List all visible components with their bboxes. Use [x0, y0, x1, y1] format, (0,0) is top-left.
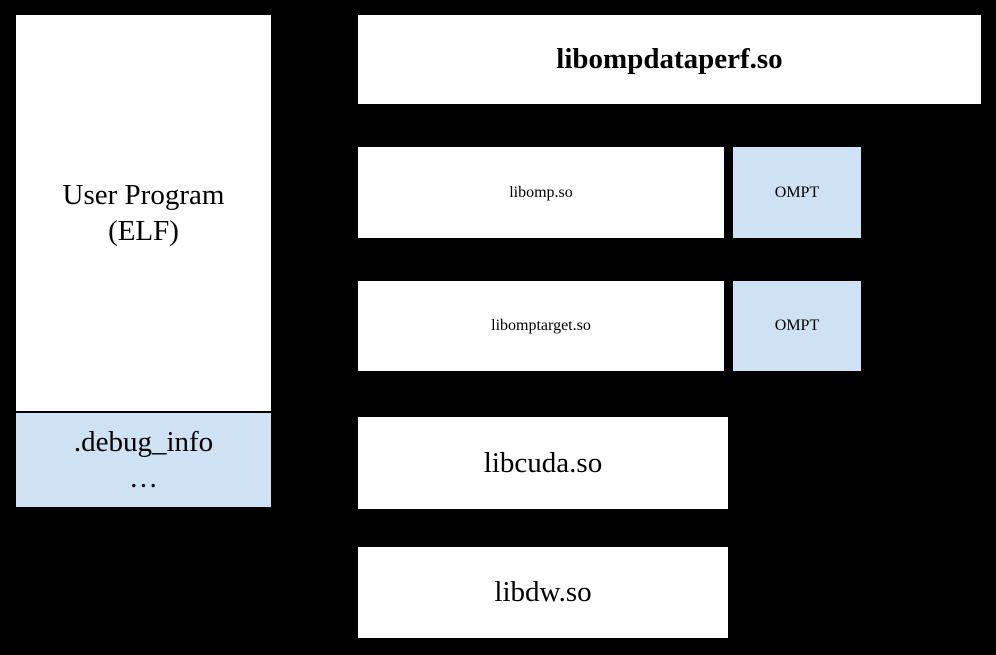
user-program-title-line2: (ELF)	[108, 215, 179, 247]
libompdataperf-box: libompdataperf.so	[356, 13, 983, 106]
libdw-label: libdw.so	[494, 576, 592, 609]
libdw-box: libdw.so	[356, 545, 730, 640]
libomptarget-row: libomptarget.so OMPT	[356, 279, 863, 373]
libomptarget-box: libomptarget.so	[356, 279, 726, 373]
libomp-box: libomp.so	[356, 145, 726, 240]
libomptarget-ompt-box: OMPT	[731, 279, 863, 373]
user-program-title-line1: User Program	[62, 178, 225, 211]
libompdataperf-label: libompdataperf.so	[556, 43, 783, 76]
debug-info-ellipsis: …	[129, 462, 158, 494]
libcuda-label: libcuda.so	[483, 446, 603, 479]
libomptarget-ompt-label: OMPT	[774, 317, 820, 334]
user-program-box: User Program (ELF) .debug_info …	[14, 13, 273, 509]
libomp-label: libomp.so	[509, 183, 573, 201]
libomp-row: libomp.so OMPT	[356, 145, 863, 240]
libomptarget-label: libomptarget.so	[491, 317, 591, 334]
libomp-ompt-label: OMPT	[774, 183, 820, 201]
debug-info-section: .debug_info …	[16, 411, 271, 507]
debug-info-label: .debug_info	[73, 425, 214, 458]
libcuda-box: libcuda.so	[356, 415, 730, 511]
libomp-ompt-box: OMPT	[731, 145, 863, 240]
user-program-label: User Program (ELF)	[16, 15, 271, 411]
